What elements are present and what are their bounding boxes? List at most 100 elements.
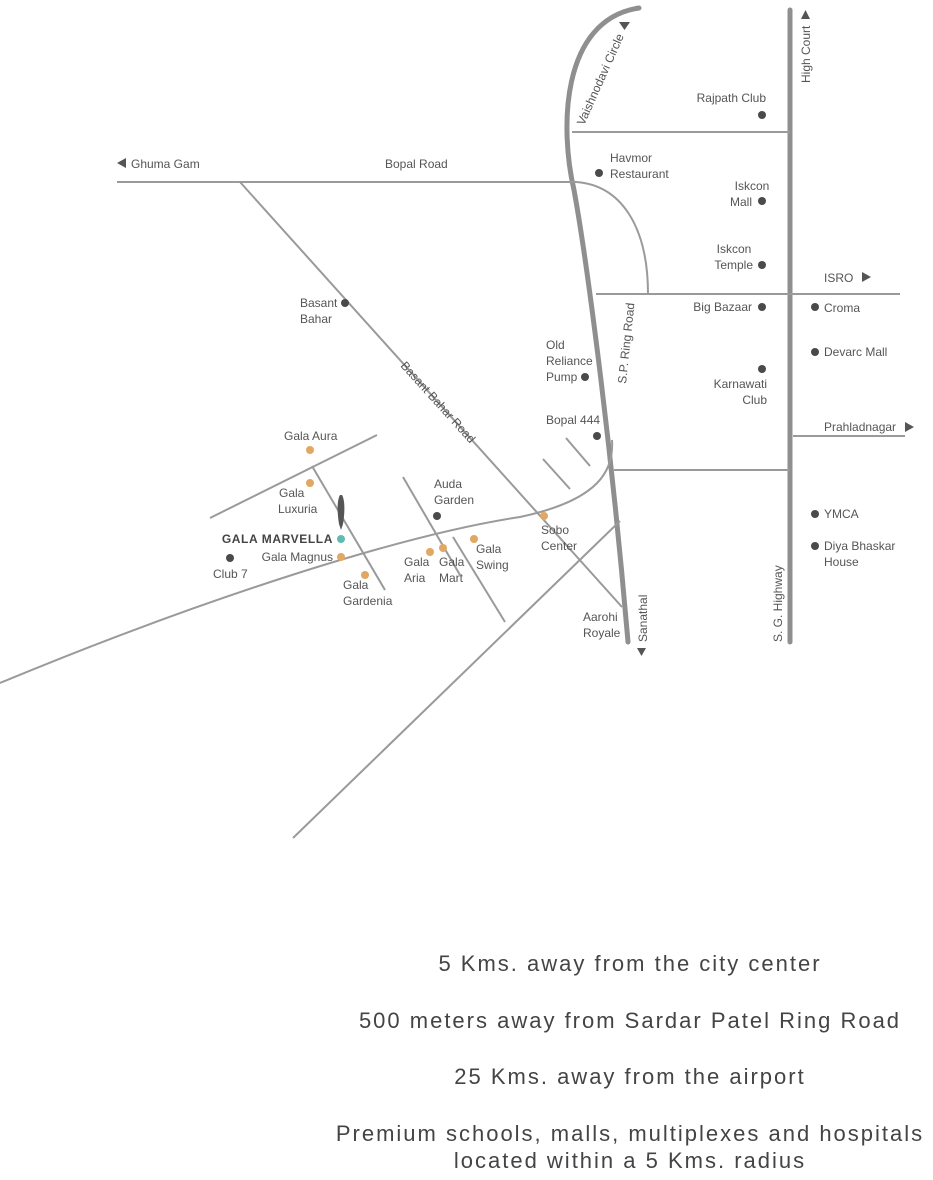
gala-swing-label-1: Gala xyxy=(476,542,502,556)
auda-street xyxy=(402,476,461,576)
bopal-road-label: Bopal Road xyxy=(385,157,448,171)
rajpath-club-label: Rajpath Club xyxy=(697,91,767,105)
sobo-label-2: Center xyxy=(541,539,577,553)
gala-swing-label-2: Swing xyxy=(476,558,509,572)
devarc-mall-label: Devarc Mall xyxy=(824,345,887,359)
auda-garden-label-2: Garden xyxy=(434,493,474,507)
vaishnodavi-circle-label: Vaishnodavi Circle xyxy=(574,31,627,127)
poi-markers xyxy=(226,111,819,579)
bopal-444-marker xyxy=(593,432,601,440)
isro-arrow-icon xyxy=(862,272,871,282)
gala-aria-marker xyxy=(426,548,434,556)
karnawati-label-2: Club xyxy=(742,393,767,407)
sg-highway-label: S. G. Highway xyxy=(771,565,785,642)
havmor-label-1: Havmor xyxy=(610,151,652,165)
vaishnodavi-arrow-icon xyxy=(619,22,630,30)
bopal-main-road xyxy=(0,439,614,684)
iskcon-mall-marker xyxy=(758,197,766,205)
gala-swing-marker xyxy=(470,535,478,543)
gala-luxuria-label-1: Gala xyxy=(279,486,305,500)
swing-street xyxy=(452,536,506,623)
road-network xyxy=(0,5,905,839)
big-bazaar-marker xyxy=(758,303,766,311)
old-reliance-label-3: Pump xyxy=(546,370,578,384)
fact-ring-road: 500 meters away from Sardar Patel Ring R… xyxy=(358,1007,902,1033)
basant-bahar-label-1: Basant xyxy=(300,296,338,310)
high-court-arrow-icon xyxy=(801,10,810,19)
sobo-label-1: Sobo xyxy=(541,523,569,537)
ymca-label: YMCA xyxy=(824,507,859,521)
fact-city-center: 5 Kms. away from the city center xyxy=(438,951,822,976)
gala-luxuria-label-2: Luxuria xyxy=(278,502,318,516)
rajpath-club-marker xyxy=(758,111,766,119)
sobo-center-marker xyxy=(540,512,548,520)
gala-magnus-label: Gala Magnus xyxy=(262,550,333,564)
iskcon-temple-marker xyxy=(758,261,766,269)
gala-mart-label-2: Mart xyxy=(439,571,464,585)
basant-bahar-label-2: Bahar xyxy=(300,312,332,326)
karnawati-marker xyxy=(758,365,766,373)
sp-ring-road xyxy=(564,5,642,645)
gala-gardenia-marker xyxy=(361,571,369,579)
auda-garden-label-1: Auda xyxy=(434,477,462,491)
location-map: Vaishnodavi Circle High Court Ghuma Gam … xyxy=(0,5,914,839)
prahladnagar-label: Prahladnagar xyxy=(824,420,896,434)
iskcon-temple-label-1: Iskcon xyxy=(717,242,752,256)
ymca-marker xyxy=(811,510,819,518)
gala-aria-label-1: Gala xyxy=(404,555,430,569)
isro-label: ISRO xyxy=(824,271,853,285)
luxuria-street xyxy=(311,465,386,591)
gala-gardenia-label-2: Gardenia xyxy=(343,594,393,608)
gala-mart-label-1: Gala xyxy=(439,555,465,569)
aarohi-label-2: Royale xyxy=(583,626,621,640)
club-7-marker xyxy=(226,554,234,562)
diya-bhaskar-label-1: Diya Bhaskar xyxy=(824,539,895,553)
havmor-marker xyxy=(595,169,603,177)
sanathal-arrow-icon xyxy=(637,648,646,656)
gala-mart-marker xyxy=(439,544,447,552)
old-reliance-label-1: Old xyxy=(546,338,565,352)
aarohi-label-1: Aarohi xyxy=(583,610,618,624)
sanathal-diagonal xyxy=(292,520,621,839)
croma-label: Croma xyxy=(824,301,860,315)
club-7-label: Club 7 xyxy=(213,567,248,581)
ghuma-gam-label: Ghuma Gam xyxy=(131,157,200,171)
gala-aria-label-2: Aria xyxy=(404,571,426,585)
iskcon-mall-label-2: Mall xyxy=(730,195,752,209)
gala-aura-road xyxy=(209,434,378,519)
poi-labels: Rajpath Club Havmor Restaurant Iskcon Ma… xyxy=(213,91,895,640)
gala-aura-label: Gala Aura xyxy=(284,429,338,443)
diya-bhaskar-label-2: House xyxy=(824,555,859,569)
gala-magnus-marker xyxy=(337,553,345,561)
big-bazaar-label: Big Bazaar xyxy=(693,300,752,314)
fact-amenities-line-2: located within a 5 Kms. radius xyxy=(453,1148,807,1173)
havmor-curve xyxy=(575,181,649,295)
iskcon-temple-label-2: Temple xyxy=(714,258,753,272)
gala-marvella-label: GALA MARVELLA xyxy=(222,532,333,546)
iskcon-mall-label-1: Iskcon xyxy=(735,179,770,193)
gala-gardenia-label-1: Gala xyxy=(343,578,369,592)
diya-bhaskar-marker xyxy=(811,542,819,550)
gala-marvella-marker xyxy=(337,535,345,543)
old-reliance-marker xyxy=(581,373,589,381)
fact-amenities-line-1: Premium schools, malls, multiplexes and … xyxy=(335,1120,925,1146)
fact-airport: 25 Kms. away from the airport xyxy=(454,1064,806,1089)
bopal-444-label: Bopal 444 xyxy=(546,413,600,427)
havmor-label-2: Restaurant xyxy=(610,167,669,181)
road-labels: Vaishnodavi Circle High Court Ghuma Gam … xyxy=(131,25,896,642)
karnawati-label-1: Karnawati xyxy=(714,377,767,391)
devarc-mall-marker xyxy=(811,348,819,356)
street-566 xyxy=(565,437,591,467)
auda-garden-marker xyxy=(433,512,441,520)
croma-marker xyxy=(811,303,819,311)
road-arrows xyxy=(117,10,914,656)
location-highlights: 5 Kms. away from the city center 500 met… xyxy=(330,950,930,1175)
sp-ring-road-label: S.P. Ring Road xyxy=(615,302,637,384)
sanathal-label: Sanathal xyxy=(636,595,650,642)
high-court-label: High Court xyxy=(799,25,813,83)
prahladnagar-arrow-icon xyxy=(905,422,914,432)
location-pin-icon xyxy=(337,495,345,530)
gala-aura-marker xyxy=(306,446,314,454)
street-544 xyxy=(542,458,571,490)
basant-bahar-road-label: Basant Bahar Road xyxy=(398,359,478,446)
